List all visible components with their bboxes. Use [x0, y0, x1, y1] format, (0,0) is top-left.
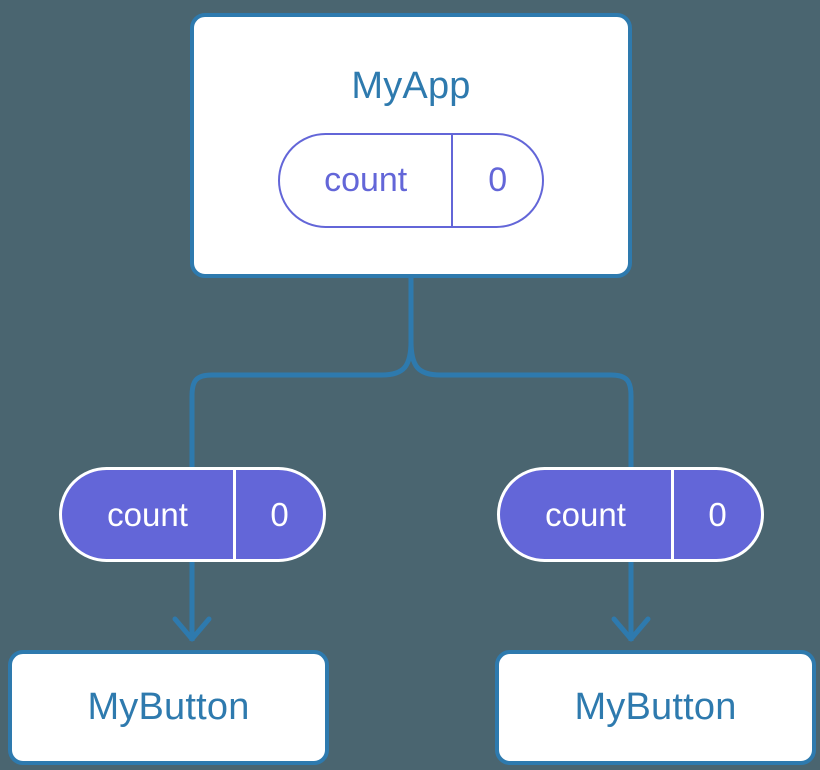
state-value-myapp: 0: [451, 135, 542, 226]
state-key-child-left: count: [107, 495, 188, 533]
arrow-head-right-icon: [611, 616, 651, 642]
state-value-child-left: 0: [233, 470, 323, 559]
state-value-child-right: 0: [671, 470, 761, 559]
component-title-mybutton-right: MyButton: [574, 686, 737, 728]
state-key-myapp: count: [324, 161, 408, 199]
state-key-child-right: count: [545, 495, 626, 533]
connector-branch-left: [189, 340, 414, 474]
component-title-myapp: MyApp: [351, 65, 471, 107]
component-box-mybutton-left[interactable]: MyButton: [8, 650, 329, 765]
arrow-head-left-icon: [172, 616, 212, 642]
component-box-mybutton-right[interactable]: MyButton: [495, 650, 816, 765]
state-capsule-myapp[interactable]: count 0: [278, 133, 544, 228]
component-title-mybutton-left: MyButton: [87, 686, 250, 728]
state-capsule-child-left[interactable]: count 0: [59, 467, 326, 562]
state-capsule-child-right[interactable]: count 0: [497, 467, 764, 562]
connector-branch-right: [408, 340, 634, 474]
